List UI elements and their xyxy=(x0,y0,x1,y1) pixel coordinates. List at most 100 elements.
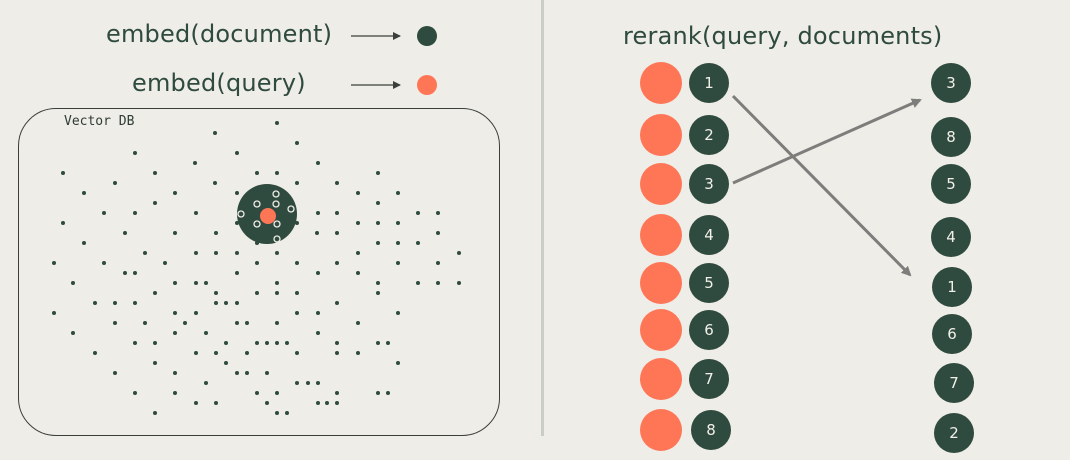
document-dot xyxy=(71,331,75,335)
document-dot xyxy=(396,311,400,315)
document-dot xyxy=(356,251,360,255)
document-dot xyxy=(386,341,390,345)
query-marker xyxy=(640,163,682,205)
document-dot xyxy=(71,281,75,285)
rerank-input-item: 1 xyxy=(640,62,729,104)
document-dot xyxy=(133,211,137,215)
rerank-input-item: 5 xyxy=(640,262,729,304)
neighbor-dot xyxy=(287,205,295,213)
document-dot xyxy=(153,341,157,345)
legend-query-dot xyxy=(417,75,437,95)
document-dot xyxy=(316,271,320,275)
document-dot xyxy=(376,221,380,225)
document-dot xyxy=(194,281,198,285)
document-dot xyxy=(173,281,177,285)
query-marker xyxy=(640,358,682,400)
document-marker xyxy=(932,314,972,354)
document-dot xyxy=(356,321,360,325)
neighbor-dot xyxy=(253,200,261,208)
document-dot xyxy=(295,261,299,265)
section-divider xyxy=(541,0,544,436)
document-rank-label: 6 xyxy=(947,325,957,343)
rerank-output-item: 6 xyxy=(932,314,972,354)
document-dot xyxy=(214,401,218,405)
document-dot xyxy=(163,261,167,265)
document-rank-label: 5 xyxy=(704,274,714,292)
rerank-output-item: 1 xyxy=(932,267,972,307)
document-dot xyxy=(396,241,400,245)
document-dot xyxy=(335,231,339,235)
document-rank-label: 1 xyxy=(704,74,714,92)
document-dot xyxy=(295,381,299,385)
document-dot xyxy=(255,341,259,345)
document-dot xyxy=(356,271,360,275)
document-dot xyxy=(143,321,147,325)
document-dot xyxy=(235,371,239,375)
document-dot xyxy=(213,131,217,135)
document-dot xyxy=(386,391,390,395)
document-dot xyxy=(214,291,218,295)
document-dot xyxy=(376,281,380,285)
document-dot xyxy=(275,411,279,415)
rerank-output-item: 3 xyxy=(931,63,971,103)
document-dot xyxy=(316,401,320,405)
document-rank-label: 8 xyxy=(946,128,956,146)
document-dot xyxy=(235,151,239,155)
document-marker xyxy=(689,115,729,155)
document-dot xyxy=(255,171,259,175)
document-dot xyxy=(235,321,239,325)
vector-db-box xyxy=(18,108,500,436)
document-dot xyxy=(416,281,420,285)
neighbor-dot xyxy=(273,235,281,243)
document-marker xyxy=(931,164,971,204)
document-dot xyxy=(214,251,218,255)
document-dot xyxy=(316,311,320,315)
document-dot xyxy=(356,221,360,225)
query-point xyxy=(260,208,276,224)
document-dot xyxy=(275,321,279,325)
document-dot xyxy=(335,401,339,405)
document-dot xyxy=(316,161,320,165)
document-dot xyxy=(93,301,97,305)
document-dot xyxy=(194,251,198,255)
document-dot xyxy=(376,201,380,205)
document-dot xyxy=(436,231,440,235)
rerank-output-item: 4 xyxy=(931,217,971,257)
document-dot xyxy=(255,291,259,295)
document-dot xyxy=(335,351,339,355)
document-dot xyxy=(245,351,249,355)
document-dot xyxy=(235,191,239,195)
document-dot xyxy=(275,251,279,255)
document-dot xyxy=(416,241,420,245)
neighbor-dot xyxy=(272,190,280,198)
document-marker xyxy=(689,63,729,103)
document-dot xyxy=(285,411,289,415)
document-dot xyxy=(335,211,339,215)
document-rank-label: 7 xyxy=(704,370,714,388)
query-marker xyxy=(640,114,682,156)
document-dot xyxy=(214,351,218,355)
document-dot xyxy=(295,141,299,145)
document-dot xyxy=(376,171,380,175)
document-dot xyxy=(335,261,339,265)
document-scatter xyxy=(52,121,461,415)
document-dot xyxy=(356,191,360,195)
document-dot xyxy=(275,341,279,345)
query-marker xyxy=(640,309,682,351)
document-marker xyxy=(931,117,971,157)
document-marker xyxy=(934,413,974,453)
document-rank-label: 3 xyxy=(946,74,956,92)
document-dot xyxy=(123,231,127,235)
document-dot xyxy=(376,291,380,295)
document-dot xyxy=(93,351,97,355)
document-dot xyxy=(194,351,198,355)
document-dot xyxy=(214,231,218,235)
document-rank-label: 7 xyxy=(949,374,959,392)
document-dot xyxy=(436,261,440,265)
document-marker xyxy=(931,217,971,257)
document-dot xyxy=(153,201,157,205)
document-dot xyxy=(265,371,269,375)
document-dot xyxy=(335,181,339,185)
document-dot xyxy=(204,381,208,385)
